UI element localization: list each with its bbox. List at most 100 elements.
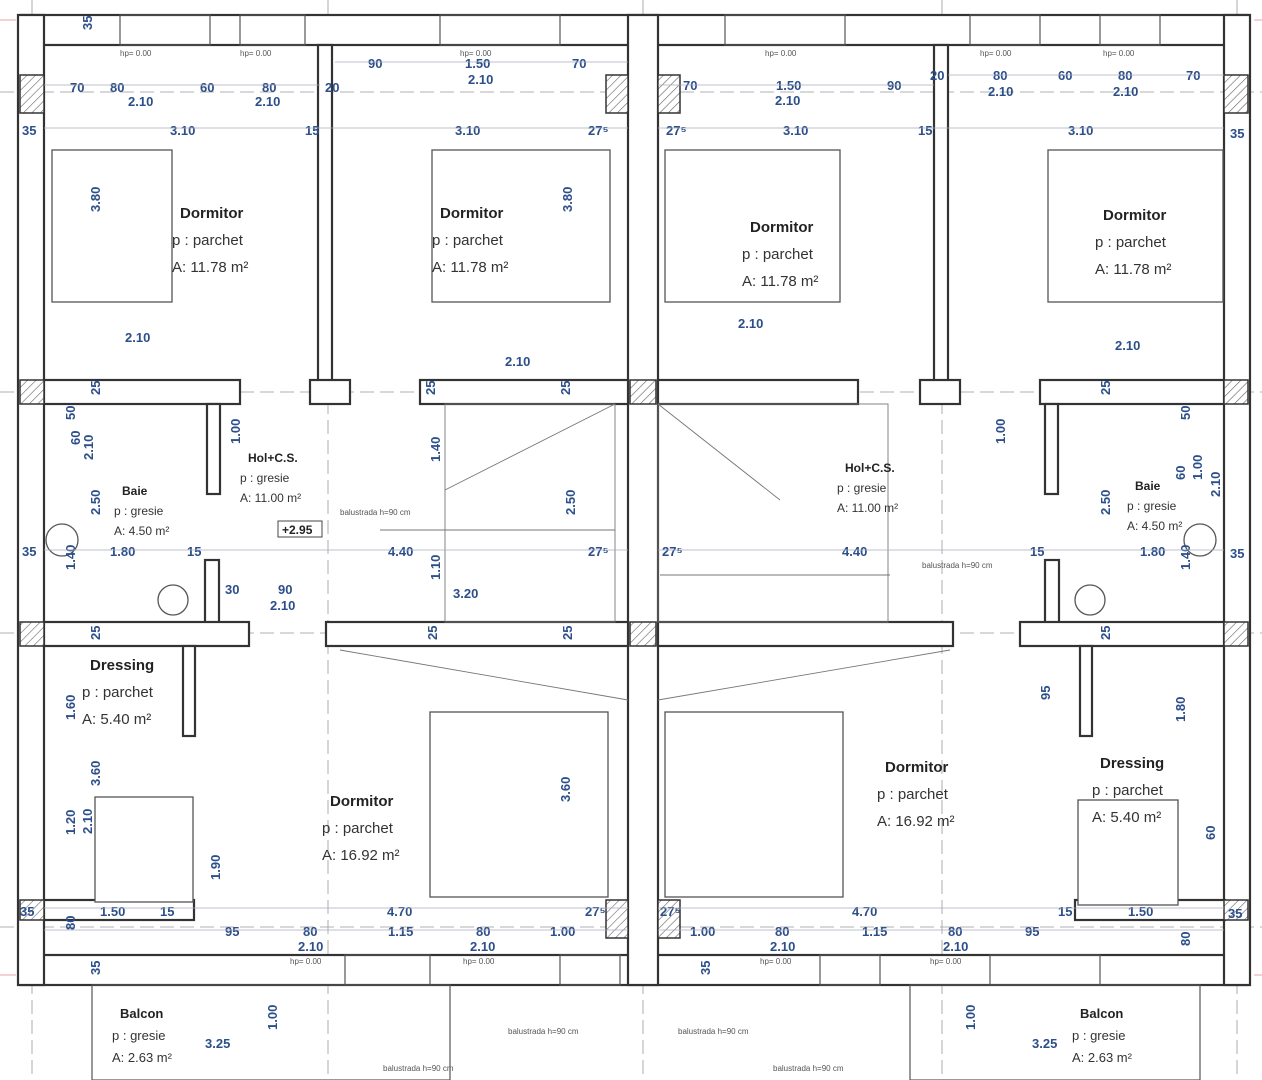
sill-height-label: hp= 0.00 <box>460 49 492 58</box>
dimension-label: 2.10 <box>770 939 795 954</box>
dimension-label: 60 <box>1203 826 1218 840</box>
room-floor: p : parchet <box>1095 234 1167 251</box>
room-name: Baie <box>1135 479 1161 493</box>
railing-note: balustrada h=90 cm <box>383 1064 454 1073</box>
room-floor: p : gresie <box>240 471 290 485</box>
railing-note: balustrada h=90 cm <box>340 508 411 517</box>
dimension-label: 60 <box>68 431 83 445</box>
dimension-label: 95 <box>1038 686 1053 700</box>
dimension-label: 3.10 <box>455 123 480 138</box>
dimension-label: 25 <box>1098 626 1113 640</box>
bed <box>664 149 841 303</box>
room-name: Hol+C.S. <box>248 451 298 465</box>
room-name: Baie <box>122 484 148 498</box>
dimension-label: 2.10 <box>125 330 150 345</box>
dimension-label: 80 <box>993 68 1007 83</box>
dimension-label: 1.00 <box>1190 455 1205 480</box>
dimension-label: 70 <box>70 80 84 95</box>
room-name: Dressing <box>90 657 154 674</box>
room-floor: p : parchet <box>82 684 154 701</box>
sill-height-label: hp= 0.00 <box>930 957 962 966</box>
level-mark: +2.95 <box>277 520 323 538</box>
dimension-label: 4.70 <box>852 904 877 919</box>
dimension-label: 25 <box>558 381 573 395</box>
dimension-label: 25 <box>423 381 438 395</box>
dimension-label: 1.40 <box>1178 545 1193 570</box>
dimension-label: 35 <box>22 123 36 138</box>
room-area: A: 4.50 m² <box>114 524 169 538</box>
dimension-label: 35 <box>1230 126 1244 141</box>
dimension-label: 3.20 <box>453 586 478 601</box>
walls <box>16 13 1252 1080</box>
room-floor: p : gresie <box>837 481 887 495</box>
room-area: A: 11.78 m² <box>1095 261 1171 278</box>
bed <box>1047 149 1224 303</box>
furniture <box>45 149 1224 906</box>
dimension-label: 3.10 <box>1068 123 1093 138</box>
dimension-label: 27⁵ <box>588 123 609 138</box>
dimension-label: 50 <box>63 406 78 420</box>
dimension-label: 25 <box>425 626 440 640</box>
wardrobe <box>1077 799 1179 906</box>
dimension-label: 80 <box>1178 932 1193 946</box>
dimension-label: 2.10 <box>738 316 763 331</box>
dimension-label: 35 <box>698 961 713 975</box>
dimension-label: 35 <box>1228 906 1242 921</box>
room-floor: p : parchet <box>742 246 814 263</box>
dimension-label: 70 <box>572 56 586 71</box>
dimension-label: 2.10 <box>470 939 495 954</box>
room-area: A: 11.78 m² <box>432 259 508 276</box>
room-name: Dormitor <box>330 793 393 810</box>
dimension-label: 15 <box>160 904 174 919</box>
dimension-label: 25 <box>88 381 103 395</box>
dimension-label: 20 <box>930 68 944 83</box>
room-area: A: 11.78 m² <box>742 273 818 290</box>
bed <box>429 711 609 898</box>
level-mark-text: +2.95 <box>282 523 313 537</box>
railing-note: balustrada h=90 cm <box>678 1027 749 1036</box>
dimension-label: 1.80 <box>1173 697 1188 722</box>
dimension-label: 60 <box>1058 68 1072 83</box>
dimension-label: 4.40 <box>842 544 867 559</box>
dimension-label: 3.25 <box>1032 1036 1057 1051</box>
bed <box>51 149 173 303</box>
dimension-label: 2.10 <box>1113 84 1138 99</box>
dimension-label: 2.10 <box>128 94 153 109</box>
dimension-label: 1.50 <box>1128 904 1153 919</box>
room-floor: p : gresie <box>112 1028 165 1043</box>
dimension-label: 27⁵ <box>662 544 683 559</box>
dimension-label: 1.80 <box>110 544 135 559</box>
wardrobe <box>94 796 194 903</box>
dimension-label: 15 <box>918 123 932 138</box>
dimension-label: 1.00 <box>550 924 575 939</box>
dimension-label: 1.00 <box>228 419 243 444</box>
room-area: A: 11.00 m² <box>240 491 301 505</box>
dimension-label: 35 <box>80 16 95 30</box>
sill-height-label: hp= 0.00 <box>1103 49 1135 58</box>
dimension-label: 3.25 <box>205 1036 230 1051</box>
room-name: Hol+C.S. <box>845 461 895 475</box>
dimension-label: 1.00 <box>265 1005 280 1030</box>
dimension-label: 1.00 <box>993 419 1008 444</box>
dimension-label: 2.50 <box>563 490 578 515</box>
dimension-label: 25 <box>88 626 103 640</box>
dimension-label: 2.50 <box>1098 490 1113 515</box>
dimension-label: 2.10 <box>80 809 95 834</box>
room-area: A: 16.92 m² <box>322 847 400 864</box>
dimension-label: 95 <box>225 924 239 939</box>
dimension-label: 15 <box>1058 904 1072 919</box>
dimension-label: 70 <box>683 78 697 93</box>
dimension-label: 2.10 <box>505 354 530 369</box>
room-area: A: 2.63 m² <box>112 1050 173 1065</box>
dimension-label: 80 <box>775 924 789 939</box>
room-area: A: 5.40 m² <box>1092 809 1161 826</box>
dimension-label: 27⁵ <box>588 544 609 559</box>
dimension-label: 1.40 <box>63 545 78 570</box>
